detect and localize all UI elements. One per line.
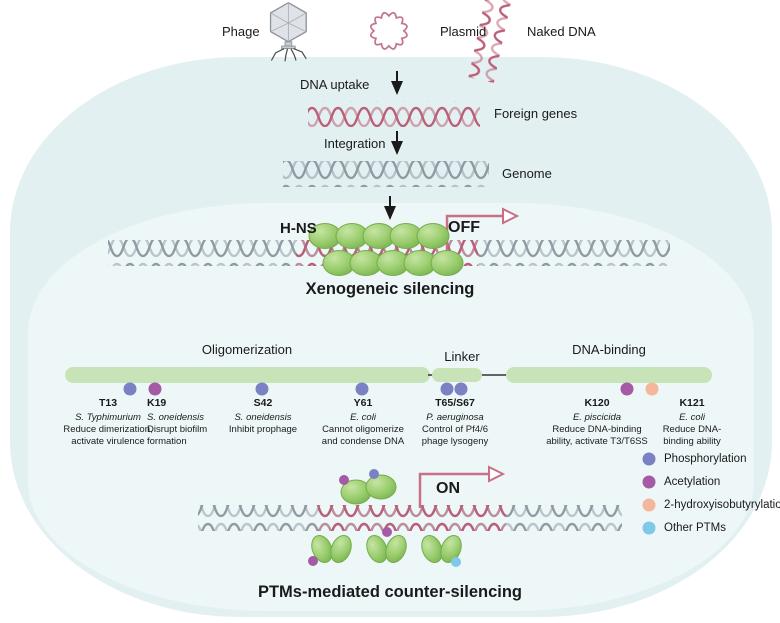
legend-label: Phosphorylation — [664, 453, 747, 465]
ptm-species: E. piscicida — [572, 411, 622, 423]
legend-item-other-ptms: Other PTMs — [642, 521, 780, 535]
ptm-annotation-k121: K121 E. coli Reduce DNA-binding ability — [648, 397, 736, 449]
legend-item-hydroxyisobutyrylation: 2-hydroxyisobutyrylation — [642, 498, 780, 512]
ptm-species: E. coli — [679, 411, 705, 423]
modified-hns-phospho-dot — [369, 469, 379, 479]
other-ptms-dot-icon — [642, 521, 656, 535]
ptm-annotation-s42: S42 S. oneidensis Inhibit prophage — [219, 397, 307, 436]
released-dimer-otherptm-dot — [451, 557, 461, 567]
ptm-annotation-y61: Y61 E. coli Cannot oligomerize and conde… — [316, 397, 410, 449]
ptm-residue: K121 — [679, 397, 705, 409]
ptm-dot-k120 — [620, 382, 634, 396]
ptm-effect: Cannot oligomerize and condense DNA — [321, 423, 405, 448]
naked-dna-icon — [468, 0, 512, 83]
off-promoter-arrow — [445, 214, 503, 258]
ptm-annotation-t65-s67: T65/S67 P. aeruginosa Control of Pf4/6 p… — [410, 397, 500, 449]
ptm-residue: K19 — [147, 397, 167, 409]
ptm-dot-s67 — [454, 382, 468, 396]
ptm-species: E. coli — [350, 411, 376, 423]
ptm-annotation-k120: K120 E. piscicida Reduce DNA-binding abi… — [540, 397, 654, 449]
ptm-dot-t65 — [440, 382, 454, 396]
ptm-effect: Reduce DNA-binding ability — [662, 423, 722, 448]
legend-item-phosphorylation: Phosphorylation — [642, 452, 780, 466]
modified-hns-acetyl-dot — [339, 475, 349, 485]
acetylation-dot-icon — [642, 475, 656, 489]
released-dimer-acetyl-dot-1 — [308, 556, 318, 566]
plasmid-label: Plasmid — [440, 24, 487, 39]
ptm-species: S. oneidensis — [234, 411, 292, 423]
on-state-label: ON — [436, 480, 460, 497]
ptm-effect: Reduce DNA-binding ability, activate T3/… — [546, 423, 648, 448]
ptm-dot-s42 — [255, 382, 269, 396]
ptm-species: P. aeruginosa — [426, 411, 484, 423]
counter-dna-foreign-segment — [318, 505, 506, 531]
ptm-dot-y61 — [355, 382, 369, 396]
legend-item-acetylation: Acetylation — [642, 475, 780, 489]
released-hns-dimers — [311, 535, 462, 563]
modified-hns-on-dna — [340, 474, 397, 505]
ptm-effect: Reduce dimerization, activate virulence — [63, 423, 153, 448]
ptm-annotation-k19: K19 S. oneidensis Disrupt biofilm format… — [147, 397, 225, 449]
legend-label: Other PTMs — [664, 522, 726, 534]
dna-binding-domain-bar — [506, 367, 712, 383]
ptm-dot-k121 — [645, 382, 659, 396]
ptm-residue: T13 — [98, 397, 118, 409]
legend-label: 2-hydroxyisobutyrylation — [664, 499, 780, 511]
ptm-effect: Inhibit prophage — [228, 423, 298, 435]
off-promoter-arrowhead — [502, 207, 520, 225]
genome-label: Genome — [502, 166, 552, 181]
ptm-species: S. Typhimurium — [75, 411, 141, 423]
foreign-genes-dna — [308, 101, 480, 127]
ptm-residue: T65/S67 — [435, 397, 475, 409]
ptm-residue: K120 — [584, 397, 610, 409]
naked-dna-label: Naked DNA — [527, 24, 596, 39]
released-dimer-acetyl-dot-2 — [382, 527, 392, 537]
integration-label: Integration — [324, 136, 386, 151]
ptm-residue: Y61 — [353, 397, 373, 409]
hydroxyisobutyrylation-dot-icon — [642, 498, 656, 512]
legend-label: Acetylation — [664, 476, 721, 488]
hns-oligomer-cluster — [308, 223, 464, 276]
ptm-annotation-t13: T13 S. Typhimurium Reduce dimerization, … — [58, 397, 158, 449]
linker-domain-label: Linker — [444, 349, 480, 364]
ptm-dot-t13 — [123, 382, 137, 396]
ptm-effect: Control of Pf4/6 phage lysogeny — [421, 423, 489, 448]
genome-dna — [283, 161, 489, 187]
ptm-effect: Disrupt biofilm formation — [147, 423, 208, 448]
plasmid-icon — [369, 11, 408, 50]
foreign-genes-label: Foreign genes — [494, 106, 578, 121]
phage-label: Phage — [222, 24, 260, 39]
on-promoter-arrowhead — [488, 465, 506, 483]
ptm-dot-k19 — [148, 382, 162, 396]
phosphorylation-dot-icon — [642, 452, 656, 466]
xenogeneic-silencing-title: Xenogeneic silencing — [305, 280, 475, 298]
linker-domain-bar — [432, 368, 482, 382]
dna-binding-domain-label: DNA-binding — [572, 342, 646, 357]
ptm-residue: S42 — [253, 397, 273, 409]
oligomerization-domain-bar — [65, 367, 430, 383]
off-state-label: OFF — [448, 219, 480, 236]
ptm-legend: Phosphorylation Acetylation 2-hydroxyiso… — [642, 452, 780, 535]
counter-silencing-title: PTMs-mediated counter-silencing — [257, 583, 523, 601]
on-promoter-arrow — [418, 472, 489, 508]
ptm-species: S. oneidensis — [147, 411, 205, 423]
phage-icon — [269, 1, 307, 62]
oligomerization-domain-label: Oligomerization — [201, 342, 293, 357]
dna-uptake-label: DNA uptake — [300, 77, 370, 92]
hns-label: H-NS — [280, 220, 317, 237]
